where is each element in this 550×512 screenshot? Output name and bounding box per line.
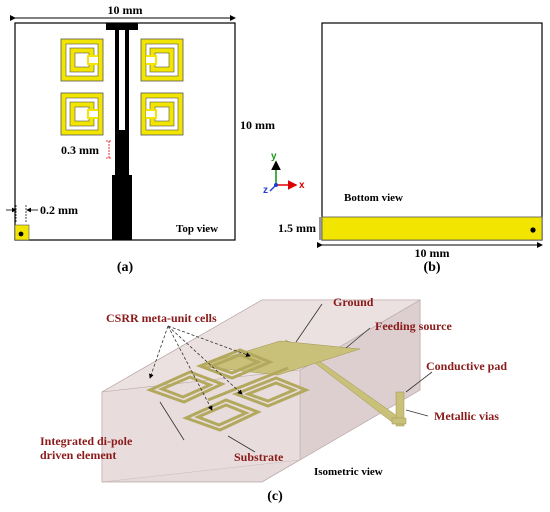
bottom-view-label: Bottom view <box>344 192 403 204</box>
via-dot-top <box>18 231 24 237</box>
conductive-pad-iso <box>391 417 407 425</box>
dim-width-label: 10 mm <box>415 246 450 260</box>
feeding-strip-iso <box>197 340 361 376</box>
caption-c: (c) <box>267 489 283 504</box>
csrr-cell-top-left <box>60 38 104 82</box>
axis-x-label: x <box>299 180 305 191</box>
leader-lines <box>149 303 433 453</box>
via-dot-bottom <box>530 227 536 233</box>
callout-csrr: CSRR meta-unit cells <box>106 311 217 325</box>
dim-top-label: 10 mm <box>108 3 143 17</box>
csrr-cell-top-right <box>140 38 184 82</box>
dim-gap-label: 0.3 mm <box>61 143 99 157</box>
callout-ground: Ground <box>333 295 374 309</box>
metallic-vias-iso <box>395 391 405 427</box>
callout-dipole-line1: Integrated di-pole <box>40 434 133 448</box>
callout-pad: Conductive pad <box>426 359 507 373</box>
callout-substrate: Substrate <box>234 450 284 464</box>
iso-view-label: Isometric view <box>314 466 383 478</box>
panel-a-top-view: 10 mm 10 mm <box>6 3 275 275</box>
panel-b-bottom-view: Bottom view 1.5 mm 10 mm (b) <box>278 22 543 275</box>
csrr-cell-bottom-right <box>140 92 184 136</box>
panel-c-isometric-view: CSRR meta-unit cells Ground Feeding sour… <box>40 295 507 504</box>
callout-vias: Metallic vias <box>434 409 499 423</box>
axis-z-label: z <box>263 185 268 196</box>
csrr-cell-bottom-left <box>60 92 104 136</box>
ground-strip <box>321 216 543 241</box>
pad-dimension <box>6 205 38 222</box>
dim-pad-label: 0.2 mm <box>40 203 78 217</box>
caption-a: (a) <box>117 260 134 275</box>
coordinate-axes: y x z <box>263 151 305 196</box>
top-view-label: Top view <box>176 223 218 235</box>
dim-height-label: 1.5 mm <box>278 221 316 235</box>
callout-dipole-line2: driven element <box>40 448 116 462</box>
dim-right-label: 10 mm <box>240 118 275 132</box>
axis-y-label: y <box>271 151 277 162</box>
callout-feeding: Feeding source <box>375 319 452 333</box>
feed-line <box>106 23 138 240</box>
csrr-cells-iso <box>145 348 310 432</box>
gap-dimension <box>106 140 112 159</box>
substrate-outline-bottom <box>321 22 543 241</box>
caption-b: (b) <box>423 260 440 275</box>
